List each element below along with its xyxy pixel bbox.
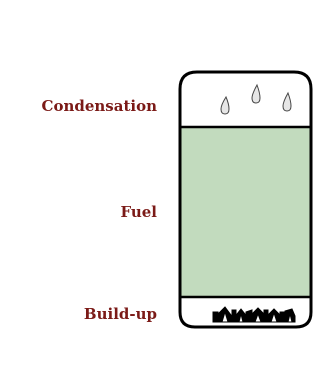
tank-body [180,72,311,327]
fuel-layer [180,127,311,297]
